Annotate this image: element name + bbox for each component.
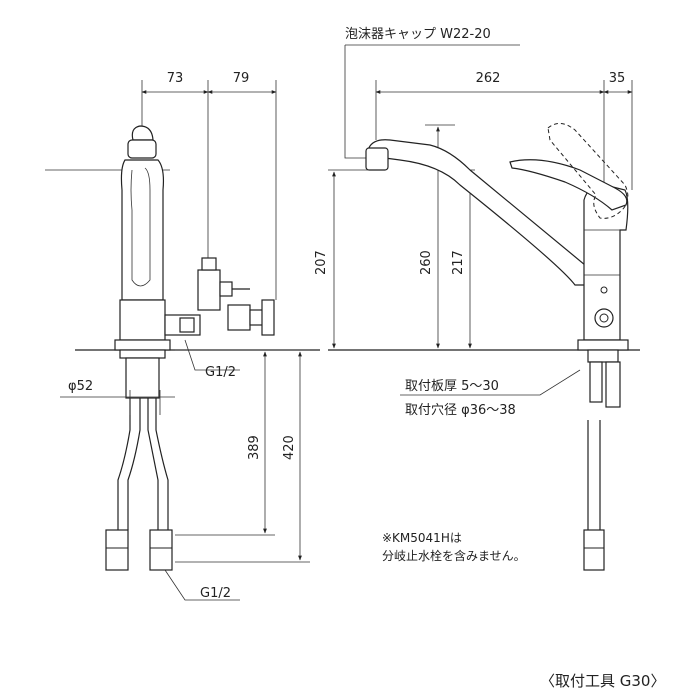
dim-260-label: 260 [419,250,434,275]
aerator-cap-label: 泡沫器キャップ W22-20 [345,27,491,42]
hoses-side-view [105,349,173,571]
dim-389-label: 389 [247,435,262,460]
dim-35-label: 35 [609,71,626,86]
tool-label: 〈取付工具 G30〉 [540,672,665,690]
note-line2: 分岐止水栓を含みません。 [382,548,526,563]
mounting-leader [400,369,581,396]
dim-73-label: 73 [167,71,184,86]
dim-79-label: 79 [233,71,250,86]
handle-raised-outline [547,123,629,219]
g12-bottom-label: G1/2 [200,586,231,601]
g12-top-label: G1/2 [205,365,236,380]
faucet-front-view [365,123,629,351]
dim-420-label: 420 [282,435,297,460]
note-line1: ※KM5041Hは [382,531,462,545]
dim-217-label: 217 [451,250,466,275]
hole-diameter-label: 取付穴径 φ36〜38 [405,403,516,418]
under-counter-front [583,349,621,571]
aerator-leader [344,45,370,159]
phi52-label: φ52 [68,379,93,394]
plate-thickness-label: 取付板厚 5〜30 [405,379,499,394]
dim-262-label: 262 [476,71,501,86]
g12-bottom-leader [164,569,240,601]
dim-207-label: 207 [314,250,329,275]
faucet-side-view [114,125,275,351]
